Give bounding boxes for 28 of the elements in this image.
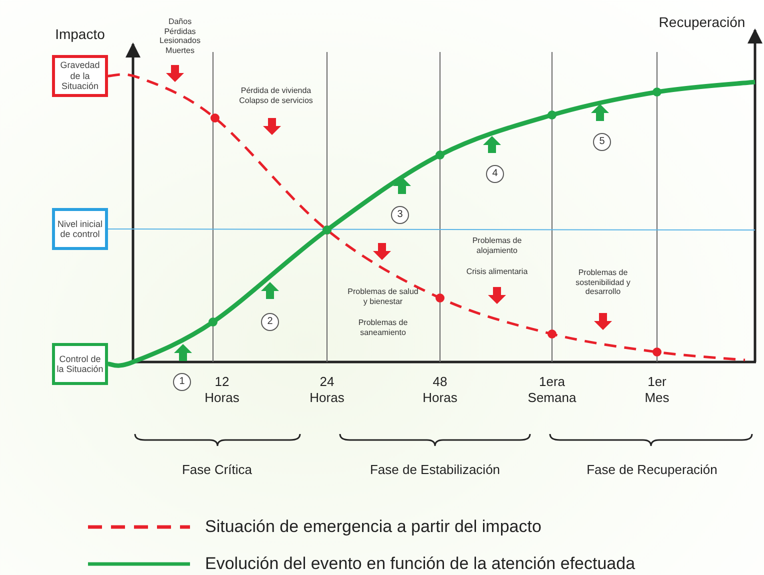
time-label: 24 Horas [308, 374, 346, 406]
label-box: Nivel inicial de control [52, 208, 108, 250]
impact-note: Crisis alimentaria [465, 267, 529, 277]
impact-note: Daños Pérdidas Lesionados Muertes [158, 17, 202, 56]
time-label: 1er Mes [644, 374, 670, 406]
reference-line [108, 228, 756, 230]
time-label: 1era Semana [526, 374, 578, 406]
label-box: Control de la Situación [52, 343, 108, 385]
phase-label: Fase de Estabilización [368, 462, 502, 478]
impact-note: Problemas de salud y bienestar [346, 287, 420, 306]
step-number: 5 [593, 133, 611, 151]
step-number: 1 [173, 373, 191, 391]
step-number: 4 [486, 165, 504, 183]
axis-title: Recuperación [658, 14, 746, 31]
label-box: Gravedad de la Situación [52, 55, 108, 97]
impact-note: Problemas de sostenibilidad y desarrollo [574, 268, 632, 297]
impact-note: Pérdida de vivienda Colapso de servicios [238, 86, 314, 106]
phase-label: Fase de Recuperación [586, 462, 718, 478]
legend-text: Situación de emergencia a partir del impacto [205, 517, 542, 538]
phase-label: Fase Crítica [180, 462, 254, 478]
step-number: 2 [261, 313, 279, 331]
time-label: 12 Horas [204, 374, 240, 406]
legend-text: Evolución del evento en función de la atención efectuada [205, 554, 636, 574]
time-label: 48 Horas [422, 374, 458, 406]
impact-note: Problemas de alojamiento [471, 236, 523, 256]
impact-note: Problemas de saneamiento [357, 318, 409, 338]
step-number: 3 [391, 206, 409, 224]
axis-title: Impacto [54, 26, 106, 43]
